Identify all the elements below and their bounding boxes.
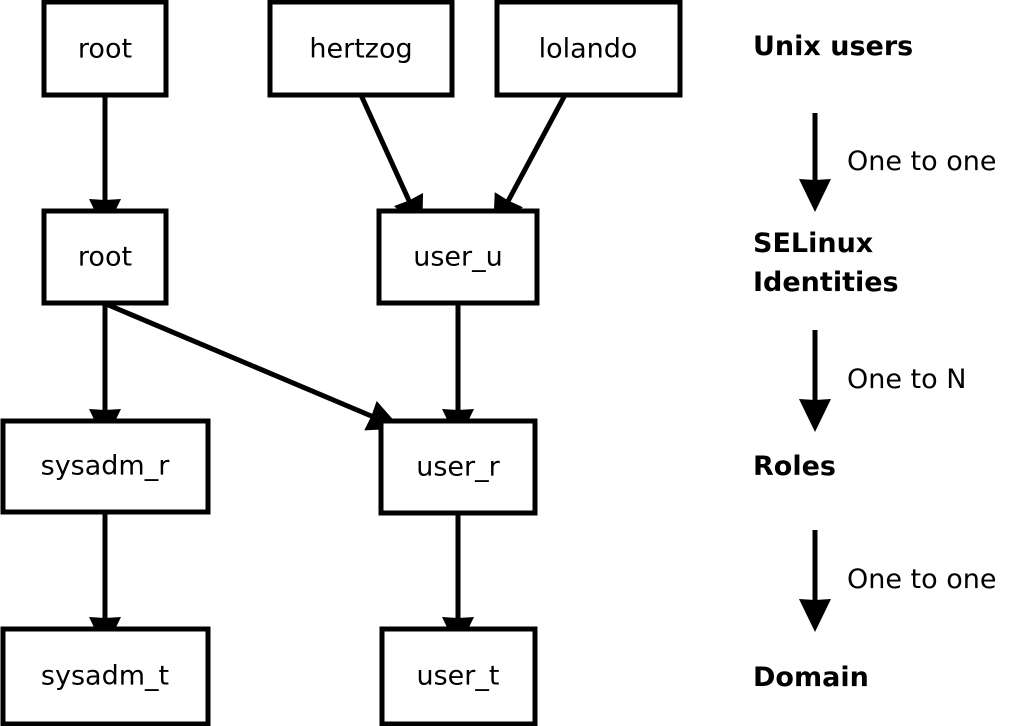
legend-layer: Unix users One to one SELinux Identities… [753,31,997,693]
edges-layer [89,93,568,650]
node-unix-lolando[interactable]: lolando [494,0,683,98]
node-label-role-user-r: user_r [416,452,500,483]
edge-lolando-to-user_u [493,93,568,229]
node-identity-user-u[interactable]: user_u [376,208,540,306]
legend-stage-roles: Roles [753,451,836,482]
node-label-identity-root: root [78,242,132,273]
node-domain-sysadm-t[interactable]: sysadm_t [0,626,211,726]
node-role-sysadm-r[interactable]: sysadm_r [0,418,211,515]
node-box-unix-hertzog [267,0,455,98]
node-box-unix-root [41,0,169,98]
node-unix-hertzog[interactable]: hertzog [267,0,455,98]
node-box-unix-lolando [494,0,683,98]
node-box-identity-root [41,208,169,306]
node-box-domain-sysadm-t [0,626,211,726]
node-label-domain-sysadm-t: sysadm_t [41,661,169,692]
node-label-unix-hertzog: hertzog [309,34,412,65]
node-label-identity-user-u: user_u [413,242,503,273]
legend-relation-one-to-n-roles: One to N [799,330,966,432]
node-box-role-user-r [378,418,538,516]
legend-relation-label-domain: One to one [847,564,997,595]
legend-stage-selinux-identities-line2: Identities [753,267,899,298]
edge-hertzog-to-user_u [358,93,424,230]
node-unix-root[interactable]: root [41,0,169,98]
node-label-role-sysadm-r: sysadm_r [41,451,171,482]
node-box-domain-user-t [379,626,538,726]
nodes-layer: root hertzog lolando root user_u sysadm_ [0,0,683,726]
legend-relation-label-roles: One to N [847,364,966,395]
node-identity-root[interactable]: root [41,208,169,306]
node-domain-user-t[interactable]: user_t [379,626,538,726]
node-box-identity-user-u [376,208,540,306]
legend-stage-selinux-identities-line1: SELinux [753,228,873,259]
legend-relation-label-identity: One to one [847,146,997,177]
node-label-unix-lolando: lolando [539,34,638,65]
legend-relation-one-to-one-identity: One to one [799,113,997,212]
node-box-role-sysadm-r [0,418,211,515]
node-role-user-r[interactable]: user_r [378,418,538,516]
legend-stage-domain: Domain [753,662,869,693]
node-label-unix-root: root [78,34,132,65]
edge-root-to-user_r [105,301,401,431]
legend-stage-unix-users: Unix users [753,31,913,62]
node-label-domain-user-t: user_t [417,661,500,692]
legend-relation-one-to-one-domain: One to one [799,530,997,632]
